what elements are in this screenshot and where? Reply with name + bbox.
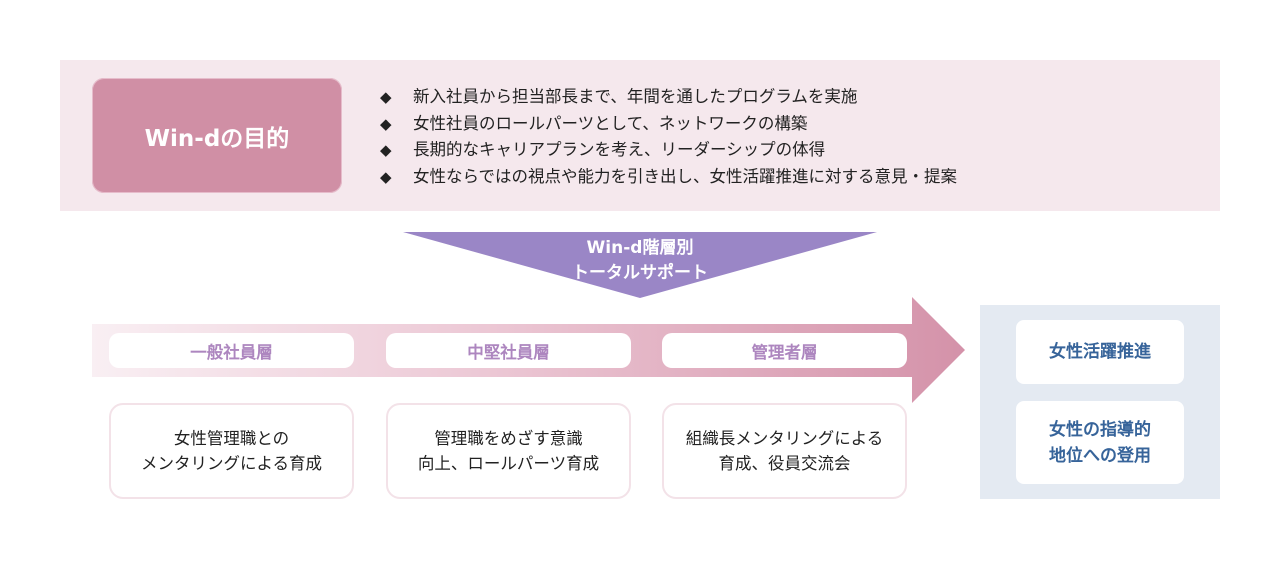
- level-desc-line: 育成、役員交流会: [718, 454, 851, 473]
- level-manager-desc: 組織長メンタリングによる 育成、役員交流会: [662, 403, 907, 499]
- purpose-item-text: 女性社員のロールパーツとして、ネットワークの構築: [413, 113, 808, 133]
- support-label-line2: トータルサポート: [572, 263, 708, 283]
- diamond-bullet-icon: ◆: [380, 114, 392, 133]
- support-triangle: [403, 232, 877, 298]
- goal-promotion: 女性活躍推進: [1016, 320, 1184, 384]
- level-desc-line: 管理職をめざす意識: [434, 429, 583, 448]
- purpose-title: Win-dの目的: [92, 78, 342, 193]
- goal-line: 地位への登用: [1049, 445, 1151, 466]
- purpose-item: ◆ 長期的なキャリアプランを考え、リーダーシップの体得: [380, 137, 957, 164]
- level-general-desc: 女性管理職との メンタリングによる育成: [109, 403, 354, 499]
- diamond-bullet-icon: ◆: [380, 167, 392, 186]
- goal-line: 女性の指導的: [1049, 419, 1151, 440]
- support-label-line1: Win-d階層別: [586, 238, 694, 258]
- purpose-item: ◆ 新入社員から担当部長まで、年間を通したプログラムを実施: [380, 84, 957, 111]
- support-label: Win-d階層別 トータルサポート: [540, 236, 740, 286]
- goal-line: 女性活躍推進: [1049, 342, 1151, 362]
- level-desc-line: 女性管理職との: [173, 429, 290, 448]
- level-desc-line: 向上、ロールパーツ育成: [417, 454, 600, 473]
- level-desc-line: 組織長メンタリングによる: [685, 429, 884, 448]
- level-general: 一般社員層: [109, 333, 354, 368]
- purpose-item-text: 女性ならではの視点や能力を引き出し、女性活躍推進に対する意見・提案: [413, 166, 958, 186]
- level-manager: 管理者層: [662, 333, 907, 368]
- goal-leadership: 女性の指導的 地位への登用: [1016, 401, 1184, 484]
- purpose-list: ◆ 新入社員から担当部長まで、年間を通したプログラムを実施 ◆ 女性社員のロールパー…: [380, 84, 957, 190]
- diamond-bullet-icon: ◆: [380, 88, 392, 106]
- purpose-item-text: 新入社員から担当部長まで、年間を通したプログラムを実施: [413, 87, 858, 106]
- purpose-item: ◆ 女性ならではの視点や能力を引き出し、女性活躍推進に対する意見・提案: [380, 164, 957, 191]
- diamond-bullet-icon: ◆: [380, 141, 392, 159]
- purpose-item: ◆ 女性社員のロールパーツとして、ネットワークの構築: [380, 111, 957, 138]
- level-mid: 中堅社員層: [386, 333, 631, 368]
- level-desc-line: メンタリングによる育成: [140, 454, 322, 473]
- purpose-item-text: 長期的なキャリアプランを考え、リーダーシップの体得: [413, 140, 826, 159]
- level-mid-desc: 管理職をめざす意識 向上、ロールパーツ育成: [386, 403, 631, 499]
